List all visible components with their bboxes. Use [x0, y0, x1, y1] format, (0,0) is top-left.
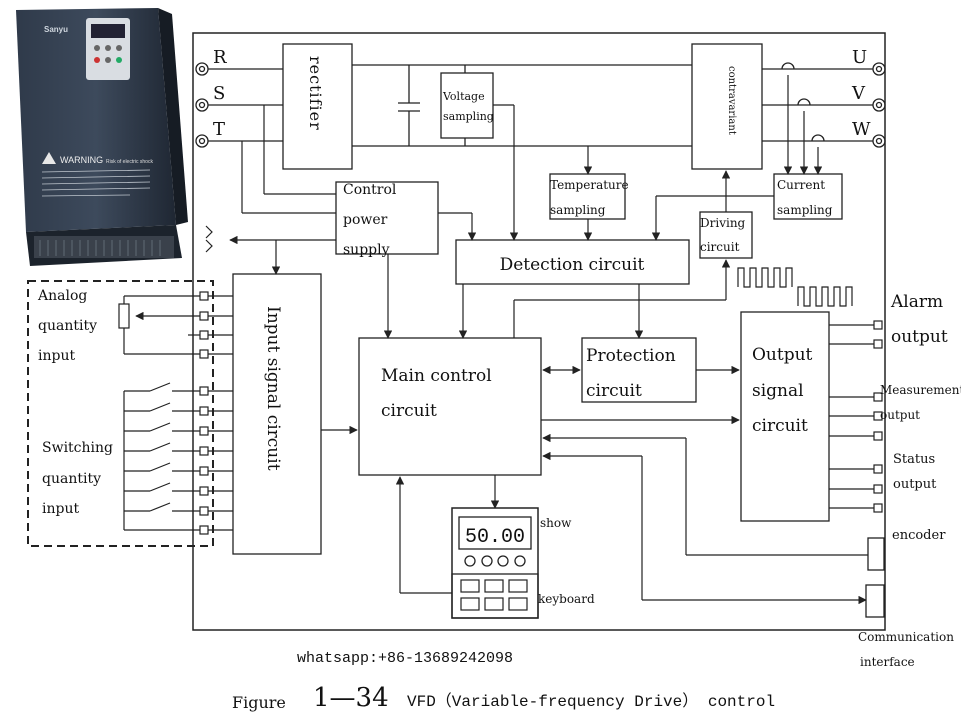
switching-input-label-1: Switching — [42, 440, 113, 456]
indicator-led — [481, 555, 493, 567]
keypad-key — [508, 579, 528, 593]
switching-input-label-2: quantity — [42, 471, 101, 487]
keypad-key — [460, 579, 480, 593]
communication-port — [865, 584, 885, 618]
status-output-label-1: Status — [893, 452, 935, 467]
figure-title: VFD（Variable-frequency Drive） control — [407, 692, 775, 711]
control-power-supply-label-1: Control — [343, 182, 397, 198]
voltage-sampling-block — [440, 72, 494, 139]
output-terminal-squares — [873, 320, 883, 513]
indicator-led — [464, 555, 476, 567]
terminal-label-u: U — [852, 47, 867, 68]
protection-circuit-label-1: Protection — [586, 346, 676, 366]
switching-input-label-3: input — [42, 501, 79, 517]
contravariant-label: contravariant — [726, 66, 737, 135]
alarm-output-label-1: Alarm — [890, 292, 943, 312]
svg-text:WARNING: WARNING — [60, 155, 103, 165]
keypad-device: 50.00 — [451, 507, 539, 619]
encoder-label: encoder — [892, 528, 946, 543]
temperature-sampling-label-2: sampling — [550, 203, 606, 217]
main-control-circuit-label-2: circuit — [381, 401, 437, 421]
rectifier-label: rectifier — [306, 56, 325, 131]
detection-circuit-block — [455, 239, 690, 285]
communication-interface-label-1: Communication — [858, 630, 954, 644]
detection-circuit-label: Detection circuit — [500, 255, 645, 275]
keypad-key — [508, 597, 528, 611]
terminal-s — [195, 98, 209, 112]
communication-interface-label-2: interface — [860, 655, 915, 669]
main-control-circuit-label-1: Main control — [381, 366, 492, 386]
contravariant-block — [691, 43, 763, 170]
terminal-label-t: T — [213, 119, 225, 140]
protection-circuit-label-2: circuit — [586, 381, 642, 401]
terminal-label-w: W — [852, 119, 871, 140]
output-signal-circuit-label-1: Output — [752, 345, 813, 365]
measurement-output-label-1: Measurement — [880, 383, 961, 397]
driving-circuit-label-2: circuit — [700, 240, 740, 254]
rectifier-block — [282, 43, 353, 170]
input-terminal-squares — [199, 291, 209, 535]
svg-text:Risk of electric shock: Risk of electric shock — [106, 159, 153, 165]
current-sampling-label-2: sampling — [777, 203, 833, 217]
vfd-brand-logo: Sanyu — [44, 25, 68, 34]
status-output-label-2: output — [893, 477, 937, 492]
analog-input-label-3: input — [38, 348, 75, 364]
control-power-supply-block — [335, 181, 439, 255]
measurement-output-label-2: output — [880, 408, 920, 422]
current-sampling-label-1: Current — [777, 178, 825, 192]
keypad-display-value: 50.00 — [465, 526, 525, 549]
control-power-supply-label-2: power — [343, 212, 388, 228]
vfd-keypad-panel — [86, 18, 130, 80]
signal-wiring — [118, 75, 874, 605]
external-input-terminal-box — [27, 280, 214, 547]
pwm-waveform-icon — [737, 267, 853, 307]
analog-input-label-2: quantity — [38, 318, 97, 334]
terminal-v — [872, 98, 886, 112]
figure-number: 1—34 — [313, 683, 389, 713]
temperature-sampling-label-1: Temperature — [550, 178, 629, 192]
keypad-show-label: show — [540, 516, 572, 530]
encoder-port — [867, 537, 885, 571]
contact-text: whatsapp:+86-13689242098 — [297, 650, 513, 667]
output-signal-circuit-label-3: circuit — [752, 416, 808, 436]
terminal-r — [195, 62, 209, 76]
figure-word: Figure — [232, 693, 286, 712]
terminal-t — [195, 134, 209, 148]
keypad-key — [484, 597, 504, 611]
voltage-sampling-label-2: sampling — [443, 110, 494, 123]
input-signal-circuit-label: Input signal circuit — [263, 306, 283, 471]
control-power-supply-label-3: supply — [343, 242, 390, 258]
vfd-warning-label: WARNING Risk of electric shock — [41, 152, 153, 197]
terminal-label-v: V — [851, 83, 866, 104]
keypad-display — [458, 516, 532, 550]
output-signal-circuit-label-2: signal — [752, 381, 804, 401]
main-control-circuit-block — [358, 337, 542, 476]
voltage-sampling-label: Voltage — [442, 90, 485, 103]
terminal-label-s: S — [213, 83, 225, 104]
vfd-enclosure-frame — [192, 32, 886, 631]
alarm-output-label-2: output — [891, 327, 948, 347]
keypad-keyboard-label: keyboard — [538, 592, 595, 606]
terminal-w — [872, 134, 886, 148]
vfd-photo: Sanyu WARNING Risk of electric shock — [16, 8, 188, 266]
terminal-u — [872, 62, 886, 76]
terminal-label-r: R — [213, 47, 227, 68]
keypad-key — [460, 597, 480, 611]
analog-input-label-1: Analog — [37, 288, 87, 304]
driving-circuit-label-1: Driving — [700, 216, 746, 230]
power-path — [195, 43, 886, 170]
indicator-led — [497, 555, 509, 567]
indicator-led — [514, 555, 526, 567]
keypad-key — [484, 579, 504, 593]
